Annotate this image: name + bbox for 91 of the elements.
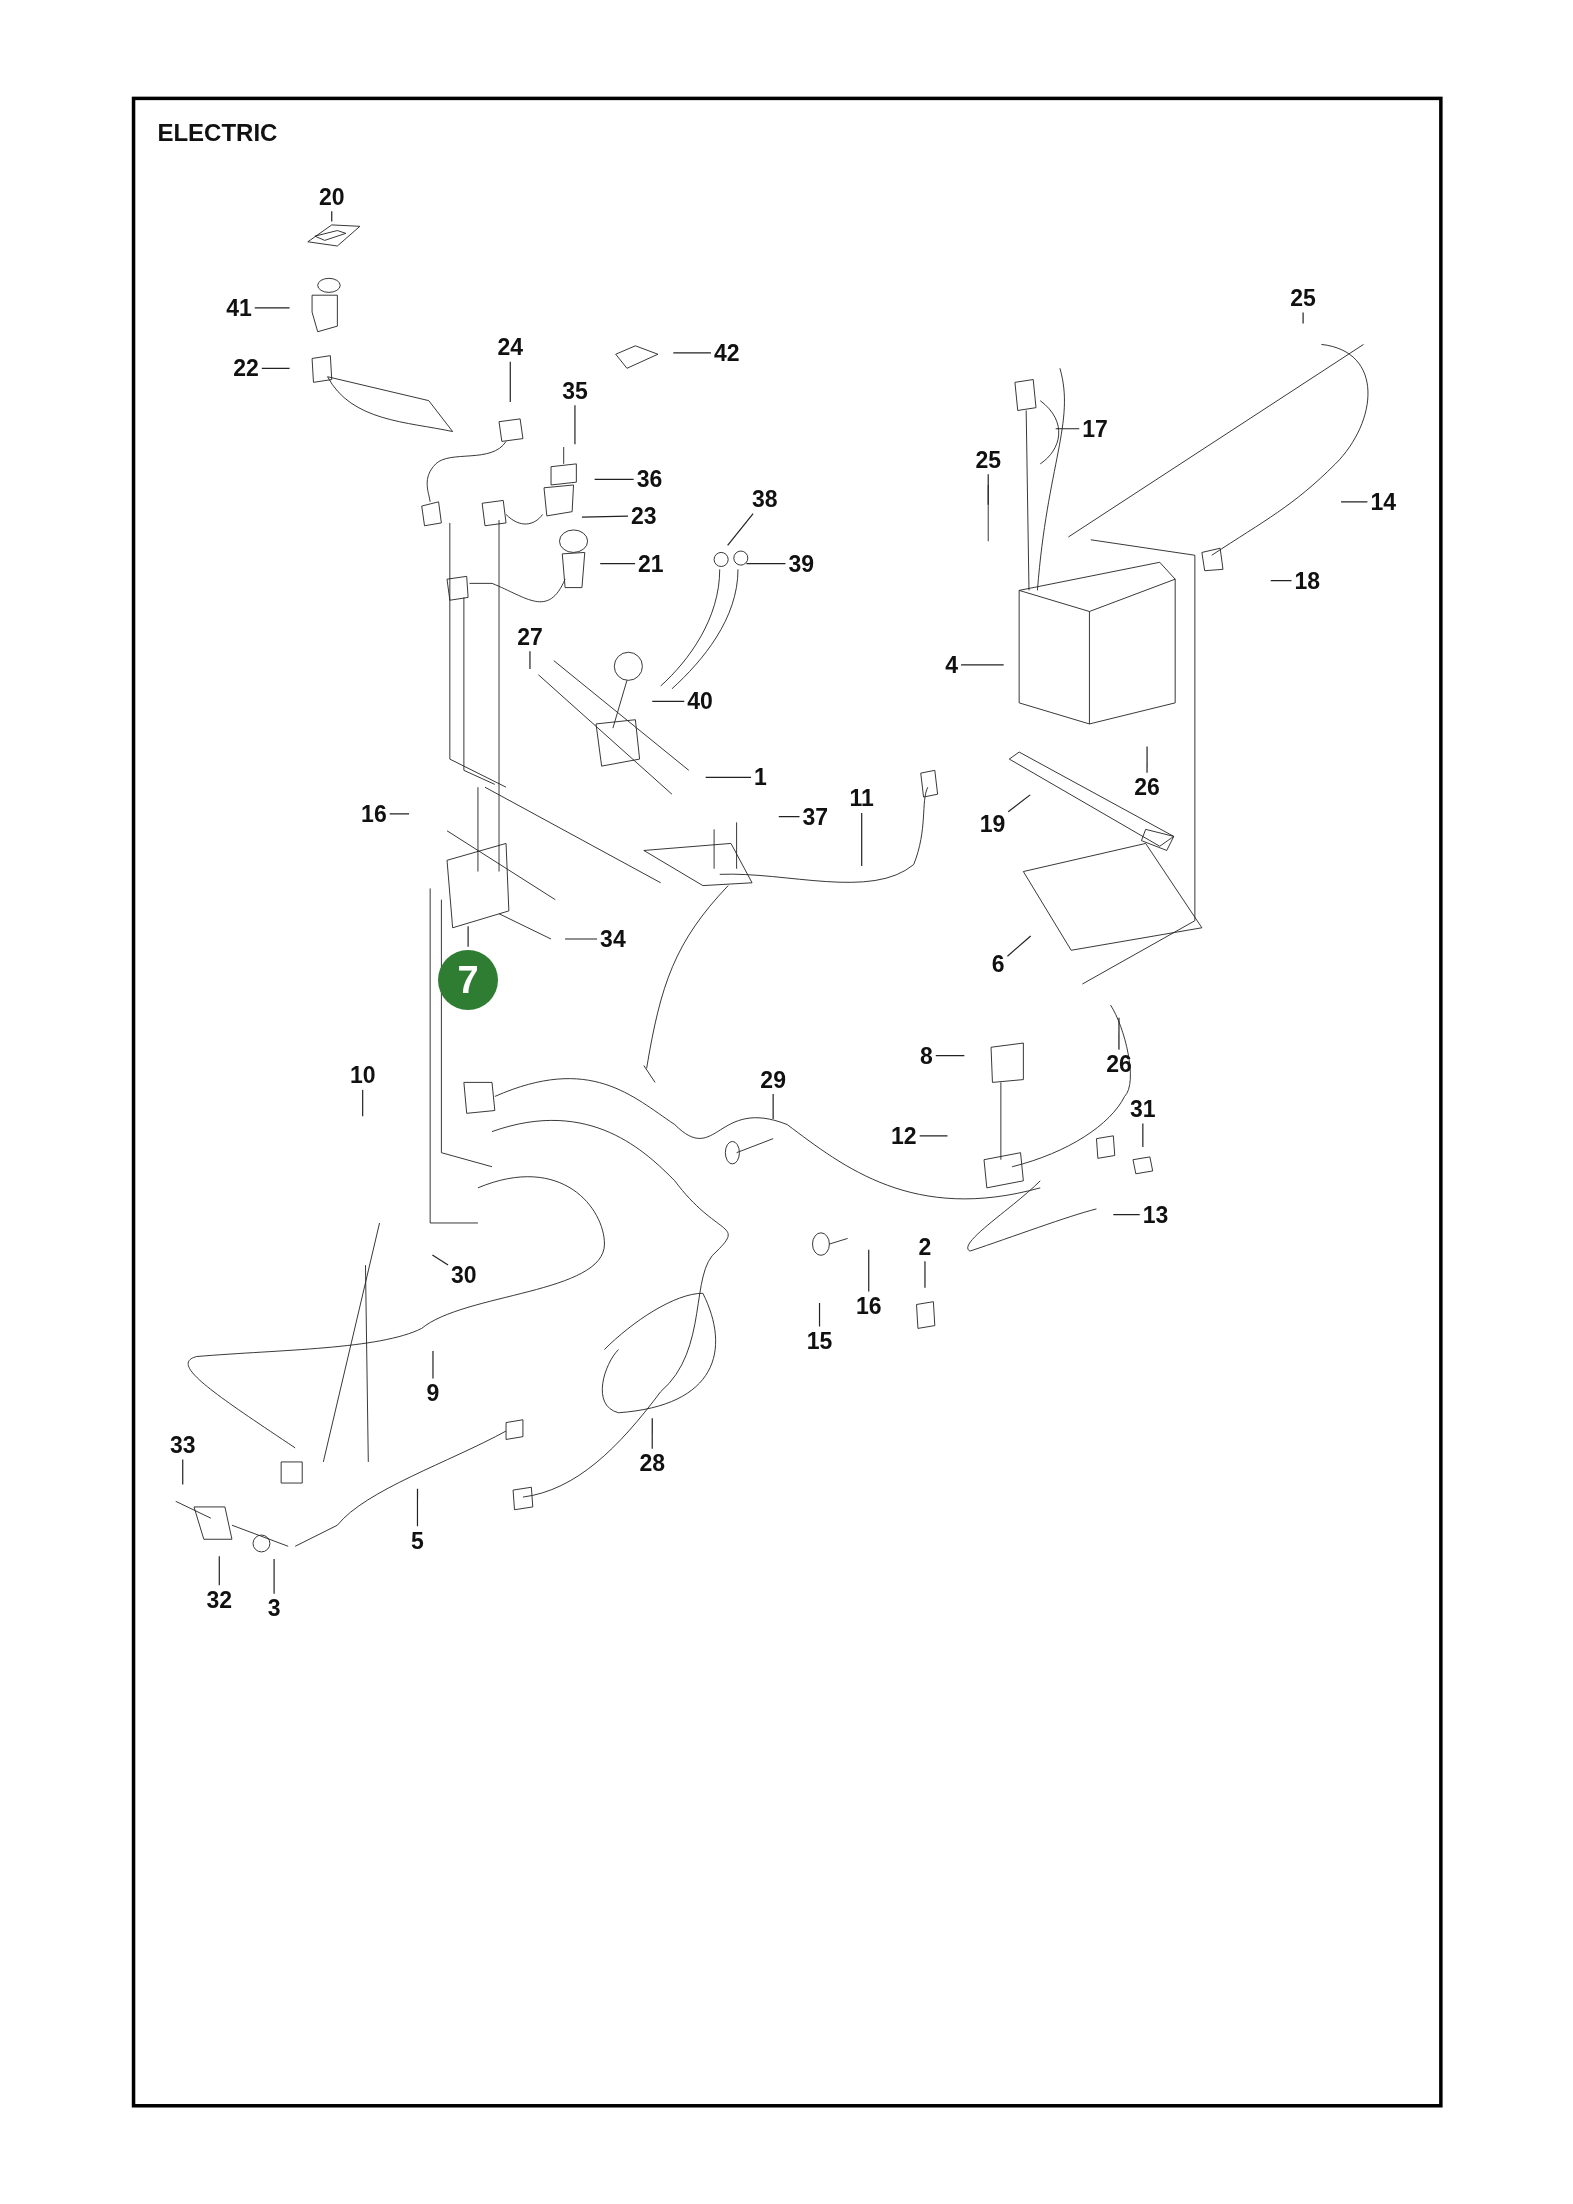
leader-line — [218, 1555, 220, 1586]
leader-line — [574, 404, 576, 445]
leader-line — [564, 938, 598, 940]
leader-line — [924, 1260, 926, 1289]
callout-number: 33 — [169, 1433, 196, 1457]
callout-number: 3 — [267, 1596, 281, 1620]
callout-number: 31 — [1130, 1097, 1156, 1121]
callout-number: 30 — [451, 1263, 477, 1287]
leader-line — [1007, 794, 1031, 813]
leader-line — [745, 563, 787, 565]
callout-number: 34 — [600, 927, 626, 951]
callout-number: 36 — [636, 467, 663, 491]
leader-line — [261, 367, 291, 369]
callout-number: 20 — [318, 185, 345, 209]
leader-line — [581, 515, 629, 518]
leader-line — [705, 776, 752, 778]
callout-number: 12 — [891, 1124, 917, 1148]
callout-number: 17 — [1082, 417, 1108, 441]
callout-number: 18 — [1294, 569, 1321, 593]
callout-number: 42 — [713, 341, 740, 365]
callout-number: 9 — [426, 1381, 440, 1405]
callout-number: 29 — [760, 1068, 786, 1092]
leader-line — [1146, 745, 1148, 774]
leader-line — [1302, 311, 1304, 325]
leader-line — [672, 352, 712, 354]
leader-line — [594, 478, 635, 480]
callout-number: 2 — [918, 1235, 932, 1259]
leader-line — [273, 1558, 275, 1595]
callout-number: 25 — [1290, 286, 1316, 310]
callout-number: 11 — [849, 786, 874, 810]
leader-line — [935, 1055, 965, 1057]
callout-number: 22 — [233, 356, 259, 380]
callout-number: 14 — [1370, 490, 1396, 514]
leader-line — [987, 473, 989, 506]
callout-number: 40 — [687, 689, 713, 713]
callout-number: 10 — [349, 1063, 376, 1087]
leader-line — [254, 307, 291, 309]
leader-line — [778, 816, 801, 818]
leader-line — [919, 1135, 949, 1137]
leader-line — [772, 1093, 774, 1120]
callout-number: 24 — [497, 335, 524, 359]
leader-line — [599, 563, 636, 565]
leader-line — [727, 512, 754, 546]
leader-line — [868, 1249, 870, 1292]
callout-number: 39 — [788, 552, 815, 576]
leader-line — [389, 813, 410, 815]
callout-number: 6 — [991, 952, 1005, 976]
leader-line — [1112, 1213, 1141, 1216]
leader-line — [529, 650, 531, 670]
leader-line — [1006, 935, 1032, 957]
callout-number: 27 — [517, 625, 543, 649]
callout-number: 15 — [806, 1329, 833, 1353]
callout-number: 21 — [638, 552, 664, 576]
callout-number: 4 — [945, 653, 959, 677]
leader-line — [467, 925, 469, 948]
callout-number: 26 — [1106, 1052, 1132, 1076]
leader-line — [331, 210, 333, 222]
callout-number: 8 — [919, 1044, 933, 1068]
leader-line — [432, 1350, 434, 1380]
diagram-title: ELECTRIC — [157, 120, 278, 145]
leader-line — [651, 700, 685, 703]
callout-number: 16 — [855, 1294, 882, 1318]
leader-line — [416, 1488, 419, 1527]
leader-line — [182, 1459, 184, 1486]
leader-line — [431, 1254, 449, 1266]
leader-line — [1270, 579, 1293, 582]
callout-number: 19 — [979, 812, 1006, 836]
callout-number: 1 — [754, 765, 767, 789]
leader-line — [1055, 428, 1080, 430]
callout-number: 32 — [206, 1588, 233, 1612]
callout-number: 35 — [562, 379, 588, 403]
leader-line — [1340, 501, 1368, 503]
callout-number: 16 — [361, 802, 387, 826]
callout-number: 38 — [751, 487, 778, 511]
callout-number: 28 — [639, 1451, 666, 1475]
callout-number: 5 — [411, 1529, 424, 1553]
callout-number: 13 — [1142, 1203, 1169, 1227]
leader-line — [960, 664, 1005, 666]
leader-line — [1118, 1017, 1120, 1051]
callout-number: 23 — [631, 504, 657, 528]
callout-number: 41 — [226, 296, 252, 320]
leader-line — [818, 1302, 821, 1328]
leader-line — [861, 812, 863, 867]
leader-line — [509, 361, 511, 403]
callout-number: 25 — [975, 448, 1001, 472]
leader-line — [651, 1417, 653, 1450]
callout-number: 26 — [1134, 775, 1160, 799]
leader-line — [1142, 1123, 1144, 1148]
callout-number: 37 — [802, 805, 829, 829]
callout-number: 7 — [438, 949, 499, 1010]
leader-line — [362, 1089, 364, 1117]
